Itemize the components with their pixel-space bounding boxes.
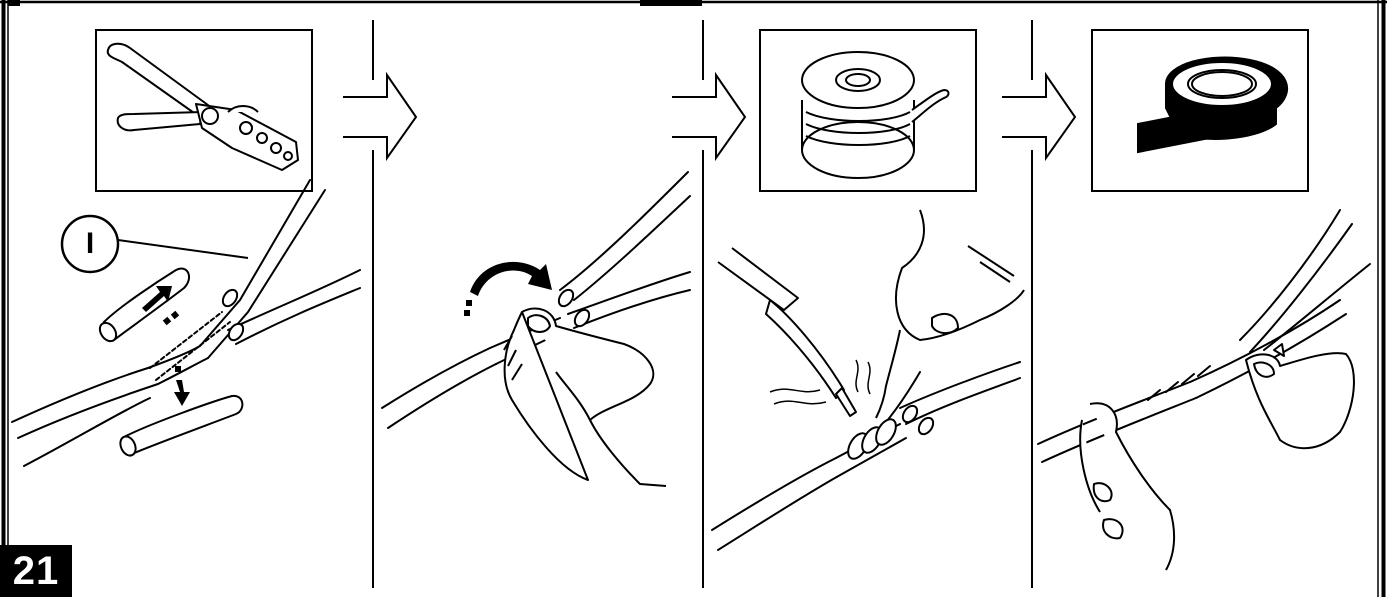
insulating-tape-icon bbox=[1092, 30, 1308, 191]
step-number-badge: 21 bbox=[0, 545, 72, 597]
crimping-pliers-icon bbox=[96, 30, 312, 191]
solder-spool-icon bbox=[760, 30, 976, 191]
callout-label: I bbox=[62, 216, 118, 272]
